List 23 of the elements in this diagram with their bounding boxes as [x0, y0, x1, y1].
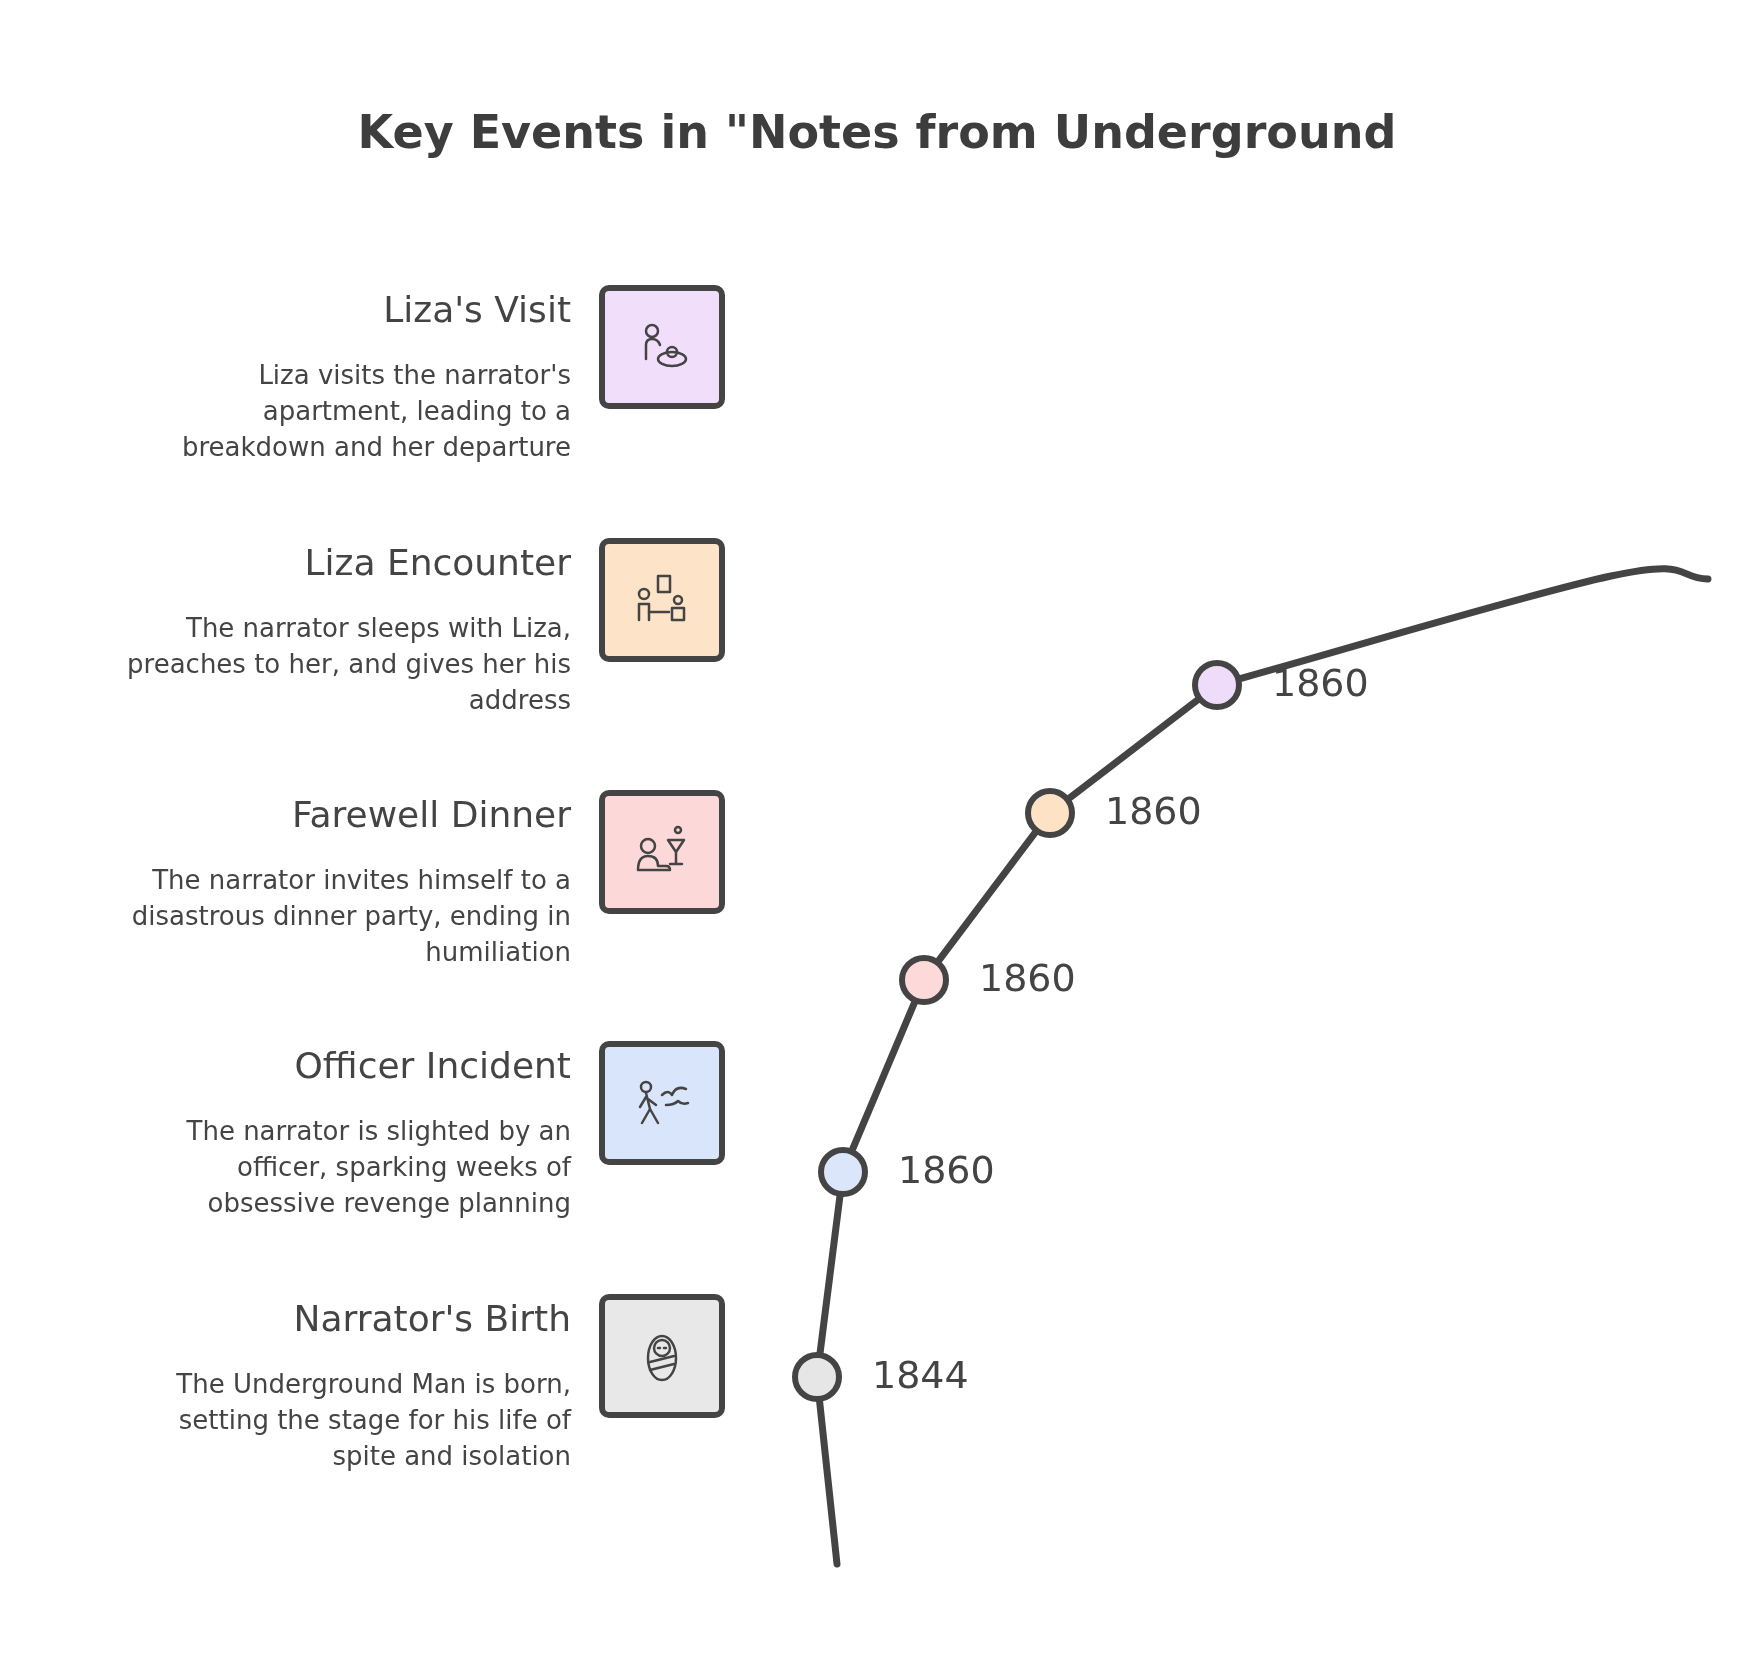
- timeline-line: [1066, 696, 1201, 802]
- diagram-title: Key Events in "Notes from Underground: [356, 105, 1398, 159]
- year-label: 1860: [979, 956, 1076, 1000]
- event-title: Farewell Dinner: [292, 794, 571, 835]
- timeline-dot: [1192, 660, 1242, 710]
- timeline-line: [935, 829, 1039, 964]
- year-label: 1860: [1272, 661, 1369, 705]
- event-description: The narrator invites himself to a disastrous dinner party, ending in humiliation: [130, 864, 571, 969]
- event-description: The narrator sleeps with Liza, preaches to her, and gives her his address: [126, 612, 571, 717]
- event-title: Liza's Visit: [383, 289, 571, 330]
- event-title: Officer Incident: [294, 1045, 571, 1086]
- timeline-dot: [1025, 788, 1075, 838]
- event-title: Narrator's Birth: [293, 1298, 571, 1339]
- event-description: The narrator is slighted by an officer, sparking weeks of obsessive revenge planning: [185, 1115, 571, 1220]
- timeline-line: [849, 999, 918, 1153]
- timeline-dot: [899, 955, 949, 1005]
- year-label: 1860: [898, 1148, 995, 1192]
- year-label: 1844: [872, 1353, 969, 1397]
- event-description: The Underground Man is born, setting the stage for his life of spite and isolation: [175, 1368, 571, 1473]
- year-label: 1860: [1105, 789, 1202, 833]
- timeline-dot: [818, 1147, 868, 1197]
- event-title: Liza Encounter: [304, 542, 571, 583]
- event-description: Liza visits the narrator's apartment, leading to a breakdown and her departure: [180, 359, 571, 464]
